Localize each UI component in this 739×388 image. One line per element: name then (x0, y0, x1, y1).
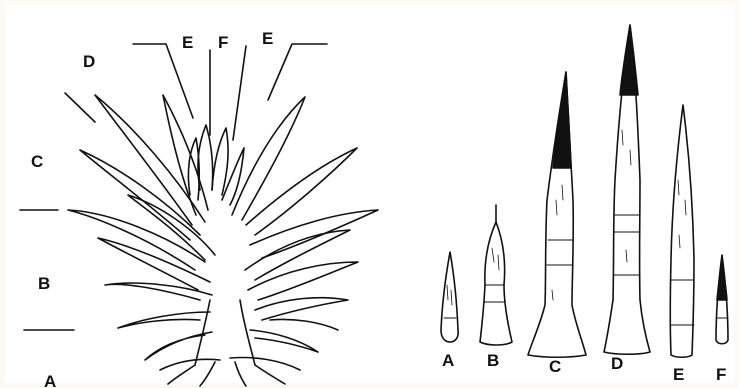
leaf-a-right-2 (250, 330, 318, 352)
label-f: F (218, 33, 228, 52)
leaf-series (441, 25, 728, 357)
leaf-b-right-1 (245, 230, 350, 280)
label-c: C (31, 152, 43, 171)
leaf-e (670, 105, 694, 357)
leaf-a-right-1 (255, 298, 348, 320)
leaf-b-left-3 (105, 283, 212, 300)
leaf-label-a: A (442, 351, 454, 370)
leaf-b (480, 205, 512, 345)
root-4 (255, 365, 285, 384)
leaf-a-right-3 (270, 319, 338, 330)
leaf-a-left-1 (118, 312, 210, 328)
stem-right (240, 300, 255, 365)
leader-line-e-right (268, 44, 327, 100)
leaf-f (716, 255, 728, 344)
leaf-inner-2 (212, 128, 228, 195)
label-a: A (44, 372, 56, 388)
leaf-label-b: B (487, 351, 499, 370)
leaf-c (528, 72, 586, 357)
label-e-left: E (182, 33, 193, 52)
rosette-drawing (20, 44, 378, 386)
root-1 (168, 365, 195, 384)
leaf-e-left (163, 95, 208, 215)
root-3 (235, 362, 246, 386)
leaf-a (441, 252, 458, 342)
leaf-d (604, 25, 650, 354)
leader-line-f-right (233, 46, 246, 140)
leaf-label-c: C (549, 357, 561, 376)
leaf-label-d: D (611, 354, 623, 373)
root-6 (230, 358, 300, 371)
leaf-c-right (250, 210, 378, 258)
leaf-label-e: E (673, 365, 684, 384)
label-b: B (38, 274, 50, 293)
root-2 (200, 362, 215, 386)
label-e-right: E (262, 29, 273, 48)
label-d: D (83, 52, 95, 71)
leader-line-d (65, 93, 95, 122)
leaf-b-right-2 (248, 262, 358, 300)
leaf-d-right (246, 148, 357, 235)
leaf-c-left (80, 150, 200, 240)
leaf-label-f: F (716, 365, 726, 384)
leader-line-e-left (133, 44, 193, 118)
